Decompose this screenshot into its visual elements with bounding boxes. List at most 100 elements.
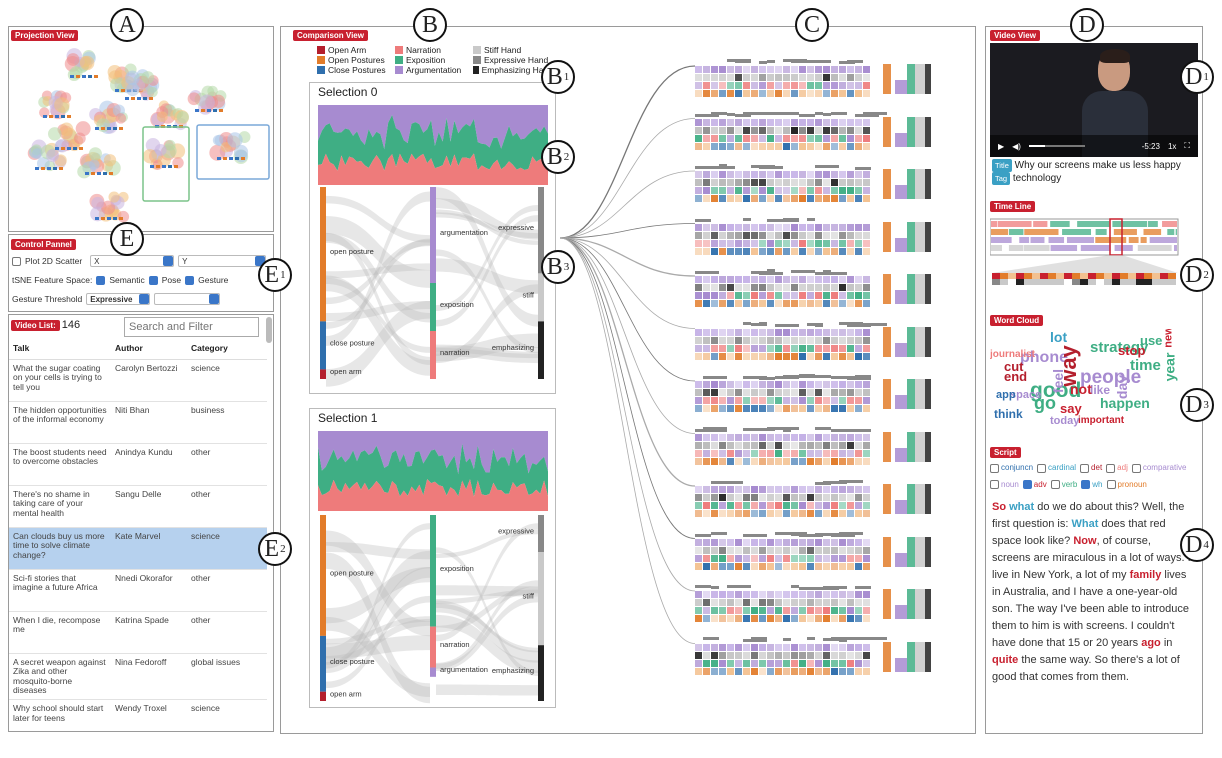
projection-point[interactable] — [108, 191, 120, 203]
projection-point[interactable] — [142, 149, 157, 164]
timeline-segment[interactable] — [1095, 229, 1107, 235]
sankey-node-expressive[interactable] — [538, 515, 544, 553]
pos-checkbox[interactable] — [1037, 463, 1047, 473]
projection-point[interactable] — [115, 113, 127, 124]
word-cloud-word[interactable]: journalist — [990, 349, 1036, 360]
word-cloud-word[interactable]: day — [1114, 374, 1131, 400]
word-cloud-word[interactable]: today — [1050, 415, 1080, 427]
timeline-segment[interactable] — [1080, 245, 1111, 251]
pos-checkbox[interactable] — [1081, 480, 1091, 489]
selection-box-green[interactable] — [142, 126, 190, 202]
timeline-segment[interactable] — [991, 245, 1002, 251]
projection-point[interactable] — [48, 127, 62, 141]
word-cloud-word[interactable]: go — [1034, 393, 1056, 413]
pos-checkbox[interactable] — [1080, 463, 1090, 473]
timeline-segment[interactable] — [1175, 229, 1177, 235]
projection-point[interactable] — [46, 149, 59, 163]
timeline-segment[interactable] — [1128, 237, 1139, 243]
projection-point[interactable] — [117, 210, 130, 223]
stream-narration[interactable] — [318, 479, 548, 511]
timeline-segment[interactable] — [1112, 221, 1148, 227]
threshold-select-2[interactable] — [154, 293, 221, 305]
timeline-segment[interactable] — [1174, 245, 1177, 251]
projection-point[interactable] — [103, 154, 117, 167]
timeline-chart[interactable] — [990, 217, 1180, 297]
pos-checkbox[interactable] — [990, 463, 999, 473]
pos-checkbox[interactable] — [1131, 463, 1141, 473]
pos-checkbox[interactable] — [1050, 480, 1060, 489]
projection-point[interactable] — [125, 70, 140, 86]
projection-point[interactable] — [73, 132, 86, 145]
table-row[interactable]: The boost students need to overcome obst… — [9, 443, 267, 486]
projection-point[interactable] — [91, 196, 104, 210]
word-cloud-word[interactable]: year — [1161, 352, 1178, 382]
timeline-segment[interactable] — [1149, 237, 1177, 243]
pos-tag-conjuncn[interactable]: conjuncn — [990, 461, 1033, 475]
semantic-checkbox[interactable] — [96, 275, 106, 285]
projection-point[interactable] — [147, 86, 158, 98]
pos-checkbox[interactable] — [1106, 463, 1116, 473]
sankey-node-stiff[interactable] — [538, 273, 544, 322]
projection-point[interactable] — [156, 111, 168, 123]
sankey-node-close-posture[interactable] — [320, 321, 326, 370]
sankey-node-open-arm[interactable] — [320, 369, 326, 379]
col-category[interactable]: Category — [187, 337, 267, 360]
projection-point[interactable] — [101, 200, 116, 215]
stream-narration[interactable] — [318, 153, 548, 185]
table-row[interactable]: Can clouds buy us more time to solve cli… — [9, 527, 267, 570]
timeline-segment[interactable] — [1062, 229, 1092, 235]
projection-point[interactable] — [96, 118, 110, 132]
stream-exposition[interactable] — [318, 115, 548, 185]
glyph-row[interactable] — [695, 59, 945, 100]
pos-tag-verb[interactable]: verb — [1050, 478, 1077, 492]
stream-argumentation[interactable] — [318, 105, 548, 185]
stream-exposition[interactable] — [318, 443, 548, 511]
sankey-node-argumentation[interactable] — [430, 667, 436, 677]
projection-point[interactable] — [141, 71, 155, 84]
projection-point[interactable] — [220, 141, 232, 153]
gesture-checkbox[interactable] — [185, 275, 195, 285]
word-cloud-word[interactable]: cut — [1004, 359, 1024, 374]
word-cloud-word[interactable]: important — [1078, 415, 1125, 426]
sankey-node-exposition[interactable] — [430, 283, 436, 331]
projection-point[interactable] — [32, 148, 43, 159]
projection-point[interactable] — [154, 144, 167, 156]
pos-tag-det[interactable]: det — [1080, 461, 1102, 475]
timeline-segment[interactable] — [1008, 245, 1024, 251]
pos-tag-pronoun[interactable]: pronoun — [1106, 478, 1147, 492]
volume-icon[interactable]: ◀) — [1012, 141, 1021, 151]
timeline-segment[interactable] — [1137, 245, 1172, 251]
word-cloud-word[interactable]: say — [1060, 401, 1082, 416]
sankey-node-open-arm[interactable] — [320, 691, 326, 701]
pos-tag-adj[interactable]: adj — [1106, 461, 1128, 475]
projection-point[interactable] — [187, 92, 201, 106]
video-player[interactable]: ▶ ◀) -5:23 1x ⛶ — [990, 43, 1198, 157]
projection-point[interactable] — [234, 149, 248, 163]
word-cloud-word[interactable]: space — [1010, 389, 1042, 401]
sankey-node-stiff[interactable] — [538, 552, 544, 646]
table-row[interactable]: There's no shame in taking care of your … — [9, 485, 267, 528]
word-cloud-word[interactable]: stop — [1118, 343, 1146, 358]
projection-point[interactable] — [88, 147, 102, 161]
timeline-segment[interactable] — [1008, 229, 1024, 235]
word-cloud-word[interactable]: people — [1080, 367, 1142, 388]
timeline-segment[interactable] — [1148, 221, 1158, 227]
word-cloud-word[interactable]: new — [1162, 329, 1175, 348]
timeline-segment[interactable] — [1048, 237, 1065, 243]
projection-scatter[interactable] — [9, 27, 273, 231]
word-cloud-word[interactable]: use — [1140, 333, 1163, 348]
timeline-segment[interactable] — [1066, 237, 1094, 243]
word-cloud-word[interactable]: app — [996, 389, 1016, 401]
timeline-segment[interactable] — [1162, 221, 1177, 227]
timeline-segment[interactable] — [1167, 229, 1175, 235]
glyph-row[interactable] — [695, 111, 945, 153]
table-row[interactable]: A secret weapon against Zika and other m… — [9, 653, 267, 701]
projection-point[interactable] — [75, 121, 91, 137]
y-axis-select[interactable]: Y — [178, 255, 267, 267]
projection-point[interactable] — [66, 53, 80, 66]
timeline-segment[interactable] — [991, 229, 1009, 235]
sankey-node-emphasizing[interactable] — [538, 645, 544, 701]
